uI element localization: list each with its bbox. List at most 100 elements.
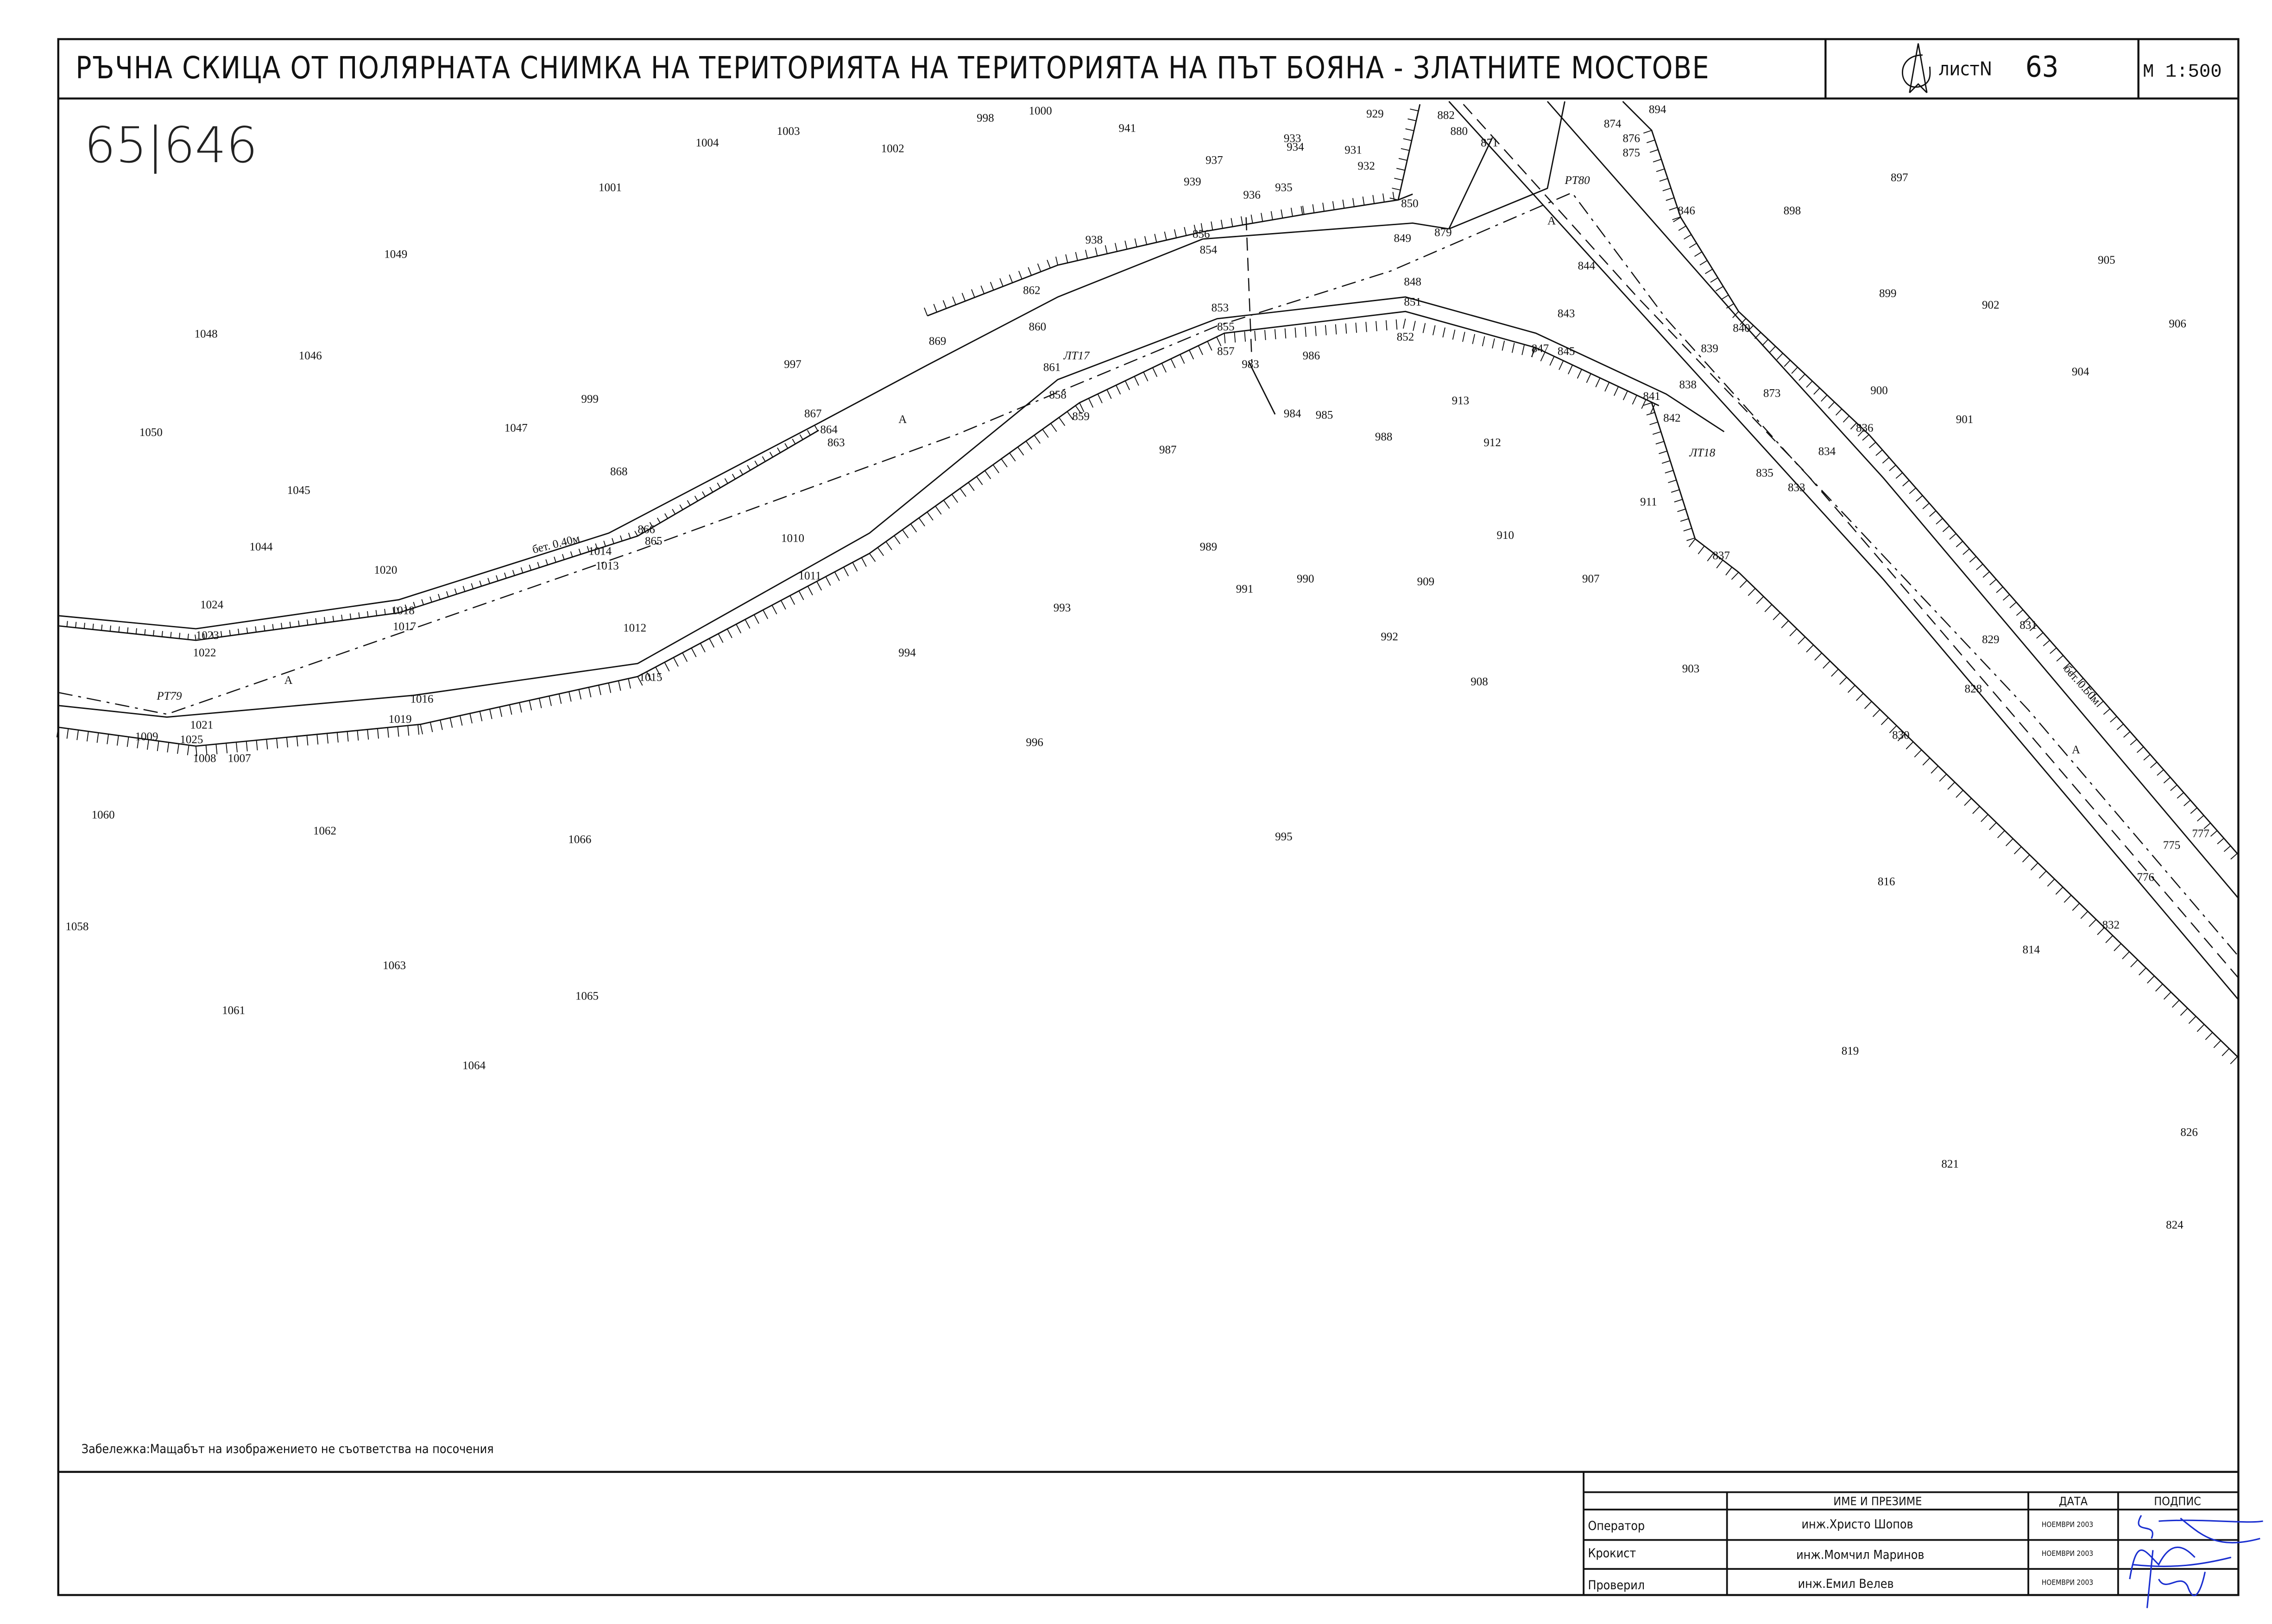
hatch-tick xyxy=(664,662,670,672)
survey-point-label: 935 xyxy=(1275,182,1293,194)
hatch-tick xyxy=(1707,552,1714,562)
hatch-tick xyxy=(1442,327,1445,338)
hatch-tick xyxy=(1394,177,1403,181)
hatch-tick xyxy=(1655,441,1664,445)
hatch-tick xyxy=(471,583,474,589)
survey-point-label: 857 xyxy=(1217,345,1235,358)
hatch-tick xyxy=(1839,676,1847,685)
hatch-tick xyxy=(843,567,849,576)
survey-point-label: 1066 xyxy=(568,834,591,846)
hatch-tick xyxy=(1650,404,1656,413)
hatch-tick xyxy=(2230,853,2238,860)
survey-point-label: 911 xyxy=(1640,496,1657,508)
hatch-tick xyxy=(1969,556,1976,563)
hatch-tick xyxy=(1656,168,1665,172)
hatch-tick xyxy=(246,741,248,752)
hatch-tick xyxy=(413,601,416,608)
survey-point-label: 993 xyxy=(1054,601,1071,614)
survey-point-label: 1024 xyxy=(200,599,224,611)
hatch-tick xyxy=(1549,356,1555,366)
hatch-tick xyxy=(877,547,884,556)
survey-point-label: 1016 xyxy=(410,693,434,705)
hatch-tick xyxy=(798,590,804,600)
hatch-tick xyxy=(1270,211,1273,220)
survey-point-label: 854 xyxy=(1200,244,1218,256)
hatch-tick xyxy=(1402,318,1406,329)
hatch-tick xyxy=(1857,430,1864,436)
hatch-tick xyxy=(509,704,512,715)
hatch-tick xyxy=(769,452,773,458)
hatch-tick xyxy=(1659,178,1668,182)
hatch-tick xyxy=(834,571,840,581)
hatch-tick xyxy=(226,743,228,753)
hatch-tick xyxy=(1410,108,1419,112)
hatch-tick xyxy=(1814,652,1822,661)
hatch-tick xyxy=(2217,838,2224,845)
hatch-tick xyxy=(153,630,155,636)
hatch-tick xyxy=(1662,188,1671,191)
hatch-tick xyxy=(1906,741,1914,750)
hatch-tick xyxy=(656,518,661,523)
hatch-tick xyxy=(724,478,728,484)
role-cell: Проверил xyxy=(1588,1578,1645,1592)
survey-point-label: 864 xyxy=(820,423,838,436)
hatch-tick xyxy=(1963,548,1970,555)
hatch-tick xyxy=(1577,369,1582,379)
hatch-tick xyxy=(2103,708,2111,715)
hatch-tick xyxy=(512,570,515,576)
date-cell: НОЕМВРИ 2003 xyxy=(2042,1549,2094,1558)
hatch-tick xyxy=(578,549,581,555)
hatch-tick xyxy=(2230,1056,2238,1064)
survey-point-label: 986 xyxy=(1303,349,1320,362)
hatch-tick xyxy=(754,461,758,466)
hatch-tick xyxy=(1646,412,1655,416)
hatch-tick xyxy=(1848,685,1855,693)
survey-point-label: 860 xyxy=(1029,321,1047,333)
hatch-tick xyxy=(170,632,172,638)
hatch-tick xyxy=(771,605,777,614)
hatch-tick xyxy=(1432,325,1436,335)
hatch-tick xyxy=(276,738,278,749)
survey-point-label: 1019 xyxy=(389,713,412,726)
date-cell: НОЕМВРИ 2003 xyxy=(2042,1578,2094,1587)
hatch-tick xyxy=(195,746,197,757)
hatch-tick xyxy=(1643,130,1652,134)
hatch-tick xyxy=(126,737,129,747)
hatch-tick xyxy=(2180,1008,2188,1016)
hatch-tick xyxy=(1028,267,1032,276)
survey-point-label: 1002 xyxy=(881,142,904,155)
survey-point-label: 814 xyxy=(2023,943,2040,956)
survey-point-label: 879 xyxy=(1434,227,1452,239)
hatch-tick xyxy=(375,610,378,616)
survey-point-label: 1017 xyxy=(393,620,416,633)
hatch-tick xyxy=(634,531,638,537)
hatch-tick xyxy=(1207,341,1212,351)
hatch-tick xyxy=(1689,243,1697,248)
hatch-tick xyxy=(570,551,573,557)
hatch-tick xyxy=(2016,609,2024,616)
survey-point-label: 1010 xyxy=(781,532,804,544)
hatch-tick xyxy=(1632,395,1637,405)
hatch-tick xyxy=(1025,441,1033,450)
hatch-tick xyxy=(1332,201,1335,210)
hatch-tick xyxy=(612,538,614,544)
hatch-tick xyxy=(1531,348,1536,357)
hatch-tick xyxy=(1389,197,1399,201)
survey-point-label: 1049 xyxy=(384,248,407,261)
hatch-tick xyxy=(1362,196,1365,205)
hatch-tick xyxy=(762,456,766,462)
hatch-tick xyxy=(1643,402,1652,406)
hatch-tick xyxy=(852,562,858,572)
hatch-tick xyxy=(157,741,159,752)
hatch-tick xyxy=(479,711,483,721)
hatch-tick xyxy=(1929,510,1937,517)
hatch-tick xyxy=(1085,249,1088,259)
survey-point-label: 909 xyxy=(1417,575,1435,588)
hatch-tick xyxy=(1586,373,1591,383)
survey-point-label: 1048 xyxy=(195,328,218,341)
hatch-tick xyxy=(961,293,966,302)
hatch-tick xyxy=(316,734,319,745)
hatch-tick xyxy=(807,430,811,436)
hatch-tick xyxy=(2171,999,2180,1008)
hatch-tick xyxy=(1174,229,1177,238)
